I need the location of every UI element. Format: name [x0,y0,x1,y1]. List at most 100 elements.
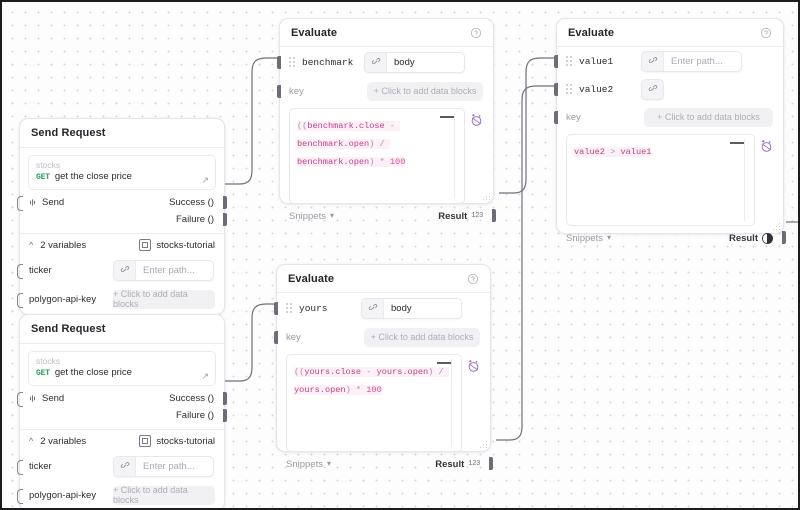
variable-row-apikey[interactable]: polygon-api-key + Click to add data bloc… [17,284,224,314]
port-out-result[interactable] [492,209,496,222]
code-editor-area[interactable]: value2 > value1 [566,134,774,226]
port-in-polygon-api-key[interactable] [17,293,23,308]
add-data-blocks-button[interactable]: + Click to add data blocks [113,485,215,505]
chevron-down-icon[interactable]: ▾ [329,211,334,220]
drag-handle-icon[interactable] [566,84,572,95]
result-port-group[interactable]: Result 123 [435,459,480,470]
path-input[interactable]: Enter path... [113,455,214,477]
node-footer: Snippets ▾ Result 123 [280,204,496,228]
send-request-node-1[interactable]: Send Request stocks GET get the close pr… [17,118,227,315]
key-row[interactable]: key + Click to add data blocks [554,103,783,131]
variable-row-apikey[interactable]: polygon-api-key + Click to add data bloc… [17,480,224,508]
code-editor-area[interactable]: ((benchmark.close - benchmark.open) / be… [289,108,484,204]
resize-handle[interactable] [773,223,780,230]
variables-header[interactable]: ^ 2 variables stocks-tutorial [20,430,224,452]
key-row[interactable]: key + Click to add data blocks [277,77,493,105]
resize-handle[interactable] [480,441,487,448]
broadcast-icon [28,394,37,403]
variable-row-benchmark[interactable]: benchmark body [277,47,493,77]
variable-row-value1[interactable]: value1 Enter path... [554,47,783,75]
variables-header[interactable]: ^ 2 variables stocks-tutorial [20,234,224,256]
chevron-down-icon[interactable]: ▾ [326,459,331,468]
send-label: Send [42,393,65,404]
chevron-up-icon[interactable]: ^ [29,239,34,250]
snippets-dropdown[interactable]: Snippets ▾ [289,211,334,222]
failure-row[interactable]: Failure () [20,211,227,228]
variable-row-ticker[interactable]: ticker Enter path... [17,256,224,284]
port-in-polygon-api-key[interactable] [17,489,23,504]
code-editor[interactable]: ((yours.close - yours.open) / yours.open… [286,354,462,452]
add-data-blocks-button[interactable]: + Click to add data blocks [367,81,483,101]
port-out-success[interactable] [223,392,227,405]
port-out-failure[interactable] [223,213,227,226]
failure-port-label: Failure () [175,214,214,225]
port-in-key[interactable] [274,331,278,344]
link-icon[interactable] [362,298,384,318]
success-port-label: Success () [169,393,214,404]
port-in-benchmark[interactable] [277,56,281,69]
add-data-blocks-button[interactable]: + Click to add data blocks [364,327,480,347]
link-icon[interactable] [365,52,387,72]
port-in-value2[interactable] [554,83,558,96]
evaluate-node-yours[interactable]: Evaluate yours body key [274,264,493,470]
chevron-up-icon[interactable]: ^ [29,435,34,446]
port-in-yours[interactable] [274,302,278,315]
variable-row-yours[interactable]: yours body [274,293,490,323]
endpoint-selector[interactable]: stocks GET get the close price ↗ [28,155,216,190]
drag-handle-icon[interactable] [289,57,295,68]
port-out-failure[interactable] [223,409,227,422]
help-circle-icon[interactable] [469,26,482,39]
key-row[interactable]: key + Click to add data blocks [274,323,490,351]
link-icon[interactable] [114,260,136,280]
body-path-input[interactable]: body [364,51,465,73]
path-input[interactable]: Enter path... [113,259,214,281]
ai-sparkle-icon[interactable] [466,359,481,374]
body-path-input[interactable]: body [361,297,462,319]
evaluate-node-compare[interactable]: Evaluate value1 Enter path... [554,18,786,244]
ai-sparkle-icon[interactable] [759,139,774,154]
port-in-ticker[interactable] [17,264,23,279]
add-data-blocks-button[interactable]: + Click to add data blocks [644,107,773,127]
endpoint-selector[interactable]: stocks GET get the close price ↗ [28,351,216,386]
drag-handle-icon[interactable] [566,56,572,67]
key-label: key [286,331,301,343]
port-out-result[interactable] [782,231,786,244]
port-in-key[interactable] [277,85,281,98]
link-icon[interactable] [642,51,664,71]
drag-handle-icon[interactable] [286,303,292,314]
link-icon[interactable] [114,456,136,476]
port-out-result[interactable] [489,457,493,470]
port-in-send[interactable] [17,196,23,211]
result-port-group[interactable]: Result 123 [438,211,483,222]
snippets-dropdown[interactable]: Snippets ▾ [566,233,611,244]
failure-row[interactable]: Failure () [20,407,227,424]
send-row[interactable]: Send Success () [17,390,227,407]
port-in-key[interactable] [554,111,558,124]
code-editor[interactable]: ((benchmark.close - benchmark.open) / be… [289,108,465,204]
evaluate-node-benchmark[interactable]: Evaluate benchmark body key [277,18,496,222]
snippets-dropdown[interactable]: Snippets ▾ [286,459,331,470]
send-request-node-2[interactable]: Send Request stocks GET get the close pr… [17,314,227,508]
value1-path-input[interactable]: Enter path... [641,50,742,72]
resize-handle[interactable] [483,193,490,200]
variable-row-value2[interactable]: value2 [554,75,783,103]
variable-row-ticker[interactable]: ticker Enter path... [17,452,224,480]
port-out-success[interactable] [223,196,227,209]
port-in-value1[interactable] [554,55,558,68]
help-circle-icon[interactable] [759,26,772,39]
code-editor[interactable]: value2 > value1 [566,134,755,226]
ai-sparkle-icon[interactable] [469,113,484,128]
chevron-down-icon[interactable]: ▾ [606,233,611,242]
port-in-ticker[interactable] [17,460,23,475]
link-icon[interactable] [641,78,664,100]
port-in-send[interactable] [17,392,23,407]
node-title: Evaluate [291,26,338,39]
code-editor-area[interactable]: ((yours.close - yours.open) / yours.open… [286,354,481,452]
add-data-blocks-button[interactable]: + Click to add data blocks [113,289,215,309]
external-link-arrow-icon[interactable]: ↗ [201,371,209,381]
help-circle-icon[interactable] [466,272,479,285]
external-link-arrow-icon[interactable]: ↗ [201,175,209,185]
send-row[interactable]: Send Success () [17,194,227,211]
result-port-group[interactable]: Result [729,232,773,244]
